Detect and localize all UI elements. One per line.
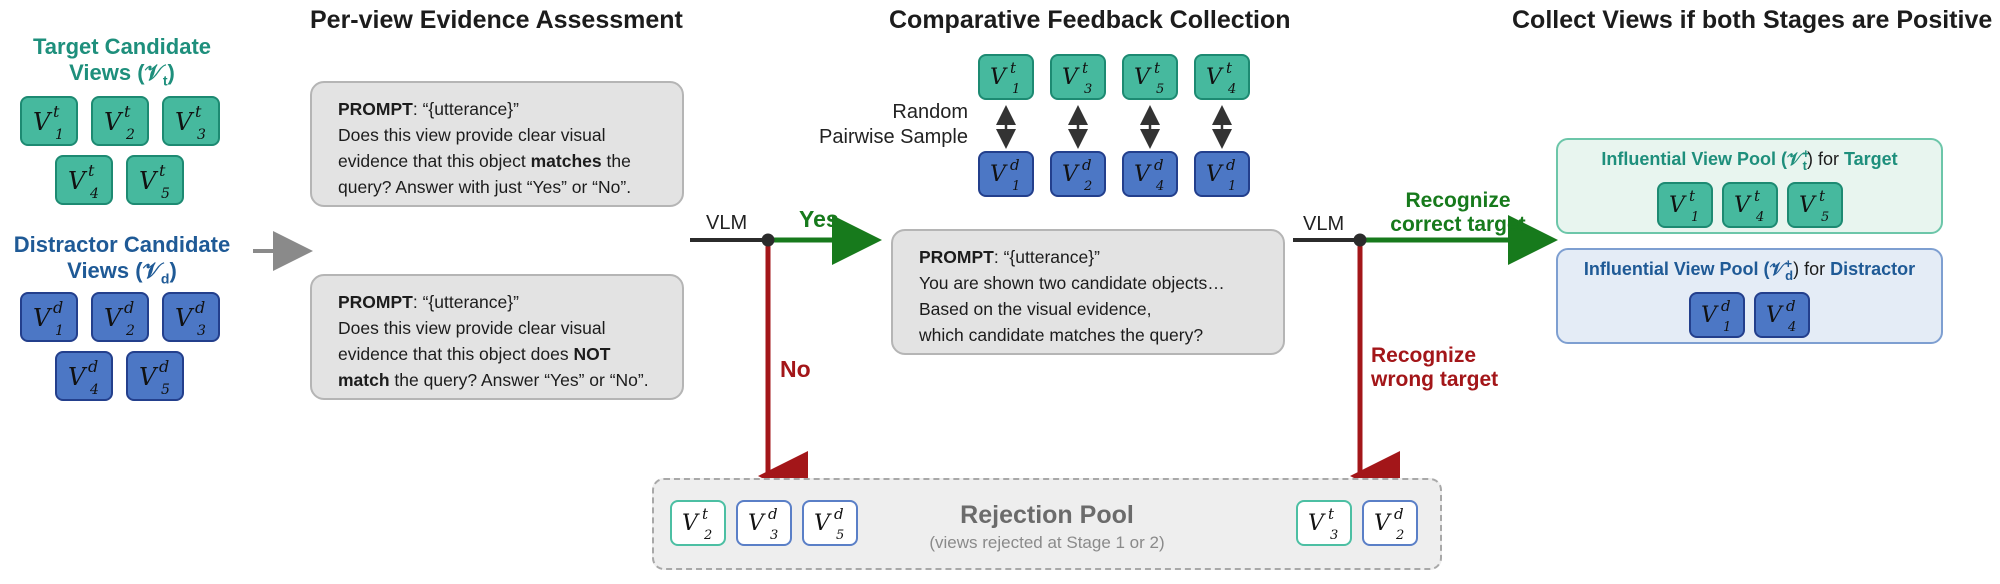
vlm1-node	[761, 233, 775, 247]
distractor-pool-title: Influential View Pool (𝒱+d) for Distract…	[1583, 256, 1916, 283]
vlm2-label: VLM	[1303, 213, 1345, 235]
yes-label: Yes	[799, 206, 839, 232]
recognize-correct-label: Recognize correct target	[1390, 189, 1526, 236]
target-views-title: Target Candidate Views (𝒱t)	[32, 34, 212, 89]
vlm2-node	[1353, 233, 1367, 247]
prompt-box-not-match: PROMPT: “{utterance}” Does this view pro…	[310, 274, 684, 400]
rejection-pool-subtitle: (views rejected at Stage 1 or 2)	[929, 533, 1165, 552]
vlm1-label: VLM	[706, 212, 748, 234]
target-pool-title: Influential View Pool (𝒱+t) for Target	[1601, 146, 1898, 173]
no-label: No	[780, 356, 811, 382]
recognize-wrong-label: Recognize wrong target	[1371, 344, 1499, 391]
random-pairwise-label: Random Pairwise Sample	[819, 101, 968, 148]
rejection-pool-title: Rejection Pool	[960, 501, 1134, 529]
prompt-box-match: PROMPT: “{utterance}” Does this view pro…	[310, 81, 684, 207]
distractor-influential-pool: Influential View Pool (𝒱+d) for Distract…	[1556, 248, 1943, 344]
header-stage2: Comparative Feedback Collection	[889, 6, 1291, 34]
header-stage3: Collect Views if both Stages are Positiv…	[1512, 6, 1993, 34]
distractor-views-title: Distractor Candidate Views (𝒱d)	[13, 232, 231, 287]
header-stage1: Per-view Evidence Assessment	[310, 6, 683, 34]
rejection-pool: Rejection Pool (views rejected at Stage …	[652, 478, 1442, 570]
prompt-box-comparative: PROMPT: “{utterance}” You are shown two …	[891, 229, 1285, 355]
target-influential-pool: Influential View Pool (𝒱+t) for Target V…	[1556, 138, 1943, 234]
